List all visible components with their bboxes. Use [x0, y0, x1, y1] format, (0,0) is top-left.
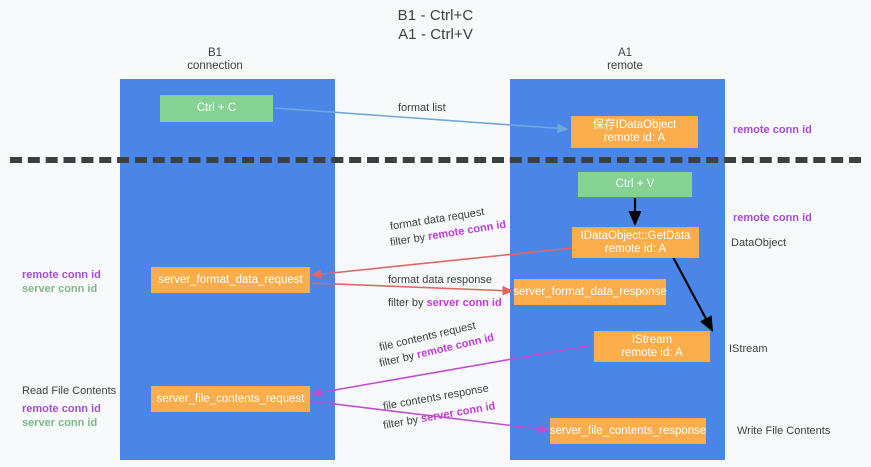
box-server-format-data-response-label: server_format_data_response [513, 285, 667, 298]
box-ctrl-c-label: Ctrl + C [196, 102, 237, 114]
edge-label-fcres-prefix: filter by [382, 413, 423, 432]
annotation-left-remote-conn-id-mid: remote conn id [22, 269, 101, 281]
edge-label-format-data-response-line1: format data response [388, 274, 492, 286]
annotation-right-dataobject: DataObject [731, 237, 787, 249]
box-ctrl-v-label: Ctrl + V [615, 178, 655, 190]
box-server-file-contents-request-label: server_file_contents_request [156, 392, 305, 405]
edge-label-format-list: format list [398, 101, 446, 116]
title-line-1: B1 - Ctrl+C [397, 7, 474, 24]
box-server-format-data-request[interactable]: server_format_data_request [151, 267, 310, 293]
section-divider [10, 157, 861, 163]
lane-header-a1-line2: remote [607, 60, 643, 72]
box-idataobject-getdata-sublabel: remote id: A [604, 242, 667, 255]
page-title: B1 - Ctrl+C A1 - Ctrl+V [0, 6, 871, 44]
edge-label-file-contents-response: file contents response filter by server … [382, 382, 496, 434]
box-istream[interactable]: IStream remote id: A [594, 331, 710, 362]
edge-label-format-list-text: format list [398, 102, 446, 114]
annotation-left-server-conn-id-bottom: server conn id [22, 417, 98, 429]
annotation-right-remote-conn-id-top: remote conn id [733, 124, 812, 136]
annotation-left-read-file-contents: Read File Contents [22, 385, 117, 397]
edge-label-fdres-prefix: filter by [388, 297, 427, 309]
box-istream-label: IStream [631, 333, 673, 346]
box-server-file-contents-request[interactable]: server_file_contents_request [151, 386, 310, 412]
box-idataobject-getdata-label: IDataObject::GetData [580, 229, 691, 242]
lane-header-b1: B1 connection [155, 47, 275, 73]
lane-header-b1-line2: connection [187, 60, 243, 72]
box-ole-idataobject[interactable]: 保存IDataObject remote id: A [571, 116, 698, 148]
lane-header-a1-line1: A1 [617, 47, 633, 59]
edge-label-format-data-request: format data request filter by remote con… [389, 206, 507, 251]
title-line-2: A1 - Ctrl+V [398, 26, 473, 43]
lane-header-b1-line1: B1 [207, 47, 223, 59]
box-server-format-data-response[interactable]: server_format_data_response [513, 279, 667, 305]
box-ole-idataobject-sublabel: remote id: A [603, 132, 666, 144]
box-server-file-contents-response[interactable]: server_file_contents_response [550, 418, 706, 444]
box-server-file-contents-response-label: server_file_contents_response [549, 424, 707, 437]
annotation-left-server-conn-id-mid: server conn id [22, 283, 98, 295]
edge-label-format-data-response-line2: filter by server conn id [388, 296, 502, 311]
edge-label-file-contents-request: file contents request filter by remote c… [378, 320, 495, 372]
edge-label-format-data-response: format data response filter by server co… [388, 273, 502, 311]
box-server-format-data-request-label: server_format_data_request [158, 273, 303, 286]
annotation-left-remote-conn-id-bottom: remote conn id [22, 403, 101, 415]
box-istream-sublabel: remote id: A [621, 346, 683, 359]
box-ctrl-v[interactable]: Ctrl + V [578, 172, 692, 197]
edge-label-fdres-highlight: server conn id [426, 297, 502, 309]
box-ctrl-c[interactable]: Ctrl + C [160, 95, 273, 122]
annotation-right-remote-conn-id-mid: remote conn id [733, 212, 812, 224]
box-ole-idataobject-label: 保存IDataObject [592, 119, 677, 131]
annotation-right-write-file-contents: Write File Contents [737, 425, 831, 437]
annotation-right-istream: IStream [729, 343, 768, 355]
box-idataobject-getdata[interactable]: IDataObject::GetData remote id: A [572, 227, 699, 258]
lane-header-a1: A1 remote [565, 47, 685, 73]
